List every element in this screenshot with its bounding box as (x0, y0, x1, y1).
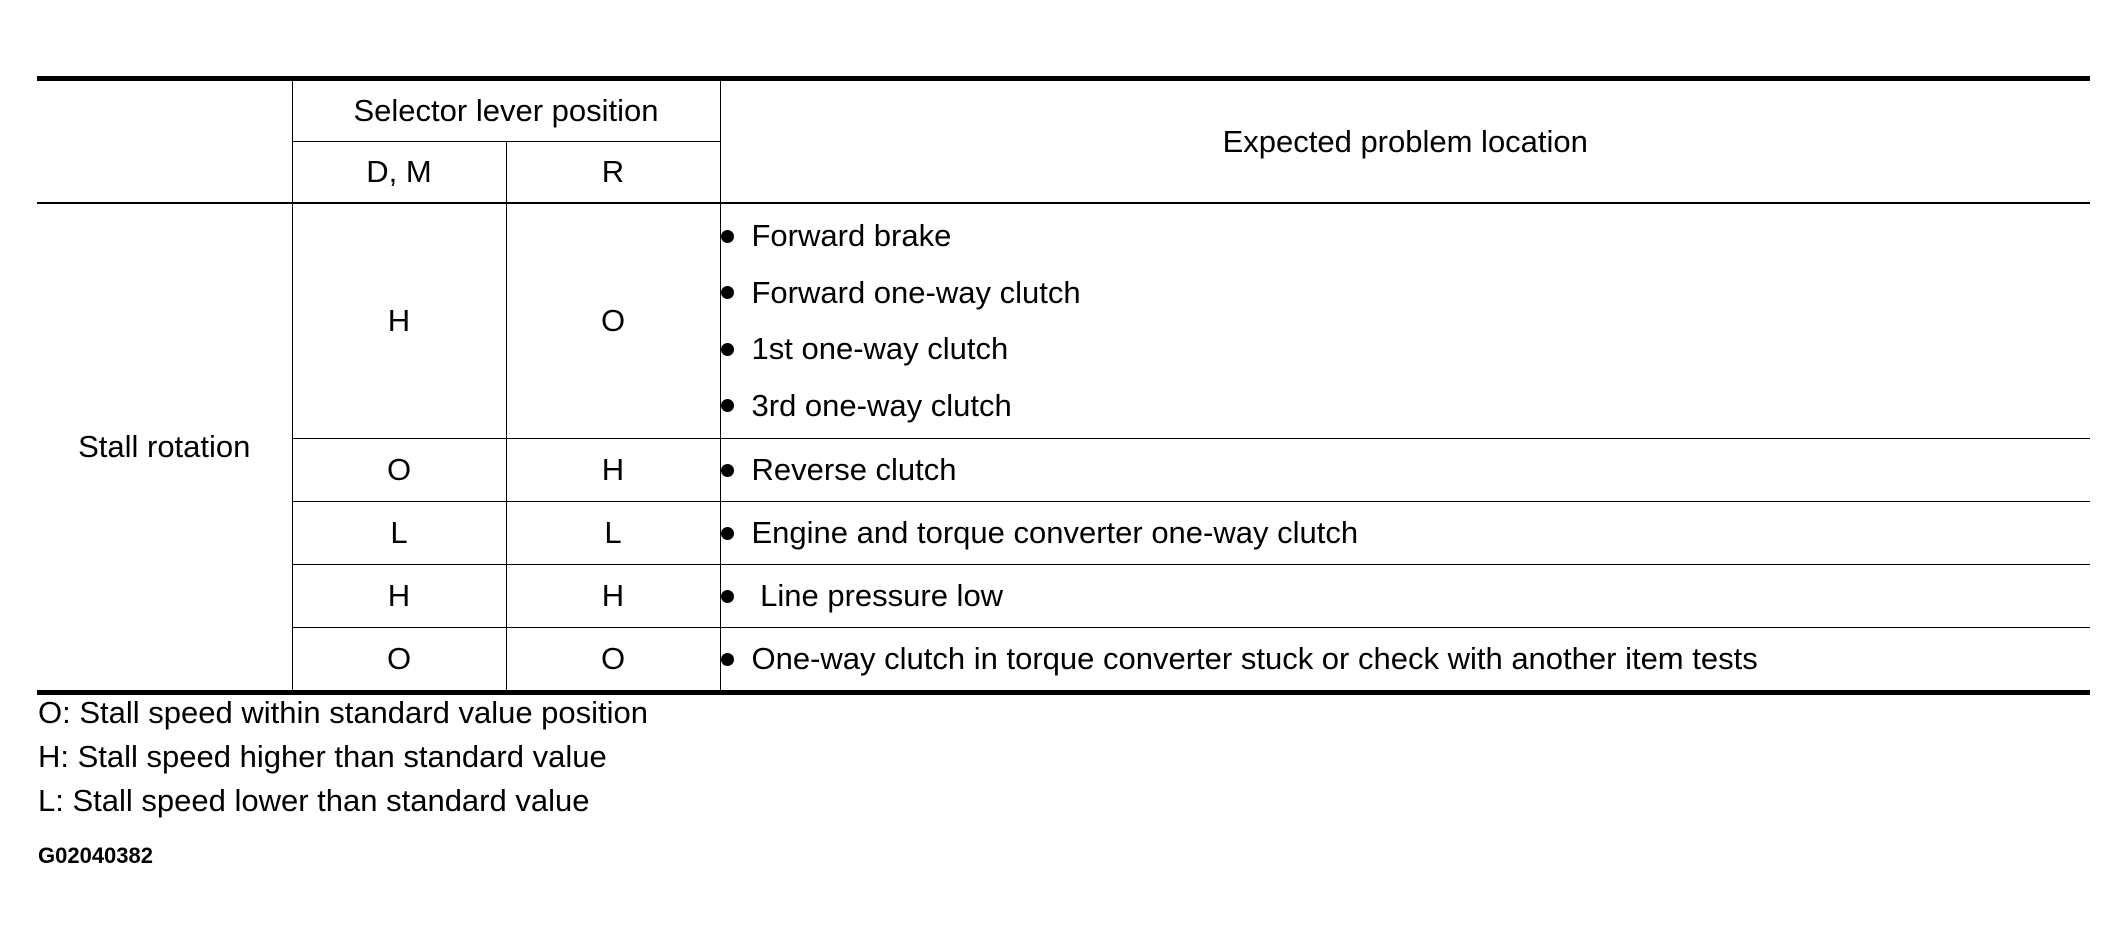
bullet-icon (720, 463, 734, 477)
table-row: L L Engine and torque converter one-way … (37, 501, 2091, 565)
bullet-icon (720, 399, 734, 413)
problem-item: 1st one-way clutch (720, 321, 2091, 378)
cell-dm: L (292, 501, 507, 565)
bullet-icon (720, 286, 734, 300)
problem-item: Reverse clutch (720, 452, 2091, 488)
table-row: Stall rotation H O Forward brake Forward… (37, 202, 2091, 695)
problem-text: Forward one-way clutch (751, 274, 1081, 310)
cell-problems: Forward brake Forward one-way clutch 1st… (719, 202, 2091, 439)
bullet-icon (720, 229, 734, 243)
legend-item-o: O: Stall speed within standard value pos… (38, 695, 649, 730)
cell-r: H (505, 438, 721, 502)
problem-item: Forward one-way clutch (720, 265, 2091, 322)
cell-problems: Engine and torque converter one-way clut… (719, 501, 2091, 565)
legend-item-h: H: Stall speed higher than standard valu… (38, 739, 607, 774)
header-empty-cell (37, 76, 293, 204)
cell-r: L (505, 501, 721, 565)
problem-item: Engine and torque converter one-way clut… (720, 515, 2091, 551)
bullet-icon (720, 589, 734, 603)
cell-r: O (505, 627, 721, 695)
row-label-stall-rotation: Stall rotation (37, 202, 293, 695)
problem-text: Line pressure low (751, 578, 1004, 613)
problem-text: Engine and torque converter one-way clut… (751, 515, 1359, 550)
problem-item: Line pressure low (720, 578, 2091, 614)
cell-problems: Reverse clutch (719, 438, 2091, 502)
bullet-icon (720, 342, 734, 356)
bullet-icon (720, 652, 734, 666)
cell-problems: One-way clutch in torque converter stuck… (719, 627, 2091, 695)
cell-dm: O (292, 438, 507, 502)
cell-r: O (505, 202, 721, 439)
cell-problems: Line pressure low (719, 564, 2091, 628)
problem-text: Forward brake (751, 218, 952, 254)
header-dm: D, M (292, 141, 507, 204)
header-r: R (505, 141, 720, 204)
problem-item: One-way clutch in torque converter stuck… (720, 641, 2091, 677)
table-row: H H Line pressure low (37, 564, 2091, 628)
problem-item: 3rd one-way clutch (720, 378, 2091, 435)
cell-dm: H (291, 202, 507, 439)
table-row: O H Reverse clutch (37, 438, 2091, 502)
figure-code: G02040382 (38, 843, 153, 868)
cell-r: H (505, 564, 721, 628)
table-row: O O One-way clutch in torque converter s… (37, 627, 2091, 695)
problem-text: Reverse clutch (751, 452, 957, 487)
legend-item-l: L: Stall speed lower than standard value (38, 783, 590, 818)
header-selector-lever-position: Selector lever position (291, 76, 721, 142)
bullet-icon (720, 526, 734, 540)
cell-dm: H (292, 564, 507, 628)
legend: O: Stall speed within standard value pos… (38, 691, 648, 823)
problem-text: 1st one-way clutch (751, 331, 1009, 367)
stall-test-table: Selector lever position Expected problem… (37, 76, 2090, 695)
header-expected-problem-location: Expected problem location (719, 76, 2090, 204)
problem-text: One-way clutch in torque converter stuck… (751, 641, 1758, 676)
problem-text: 3rd one-way clutch (751, 387, 1012, 423)
cell-dm: O (292, 627, 507, 695)
problem-item: Forward brake (720, 208, 2091, 265)
